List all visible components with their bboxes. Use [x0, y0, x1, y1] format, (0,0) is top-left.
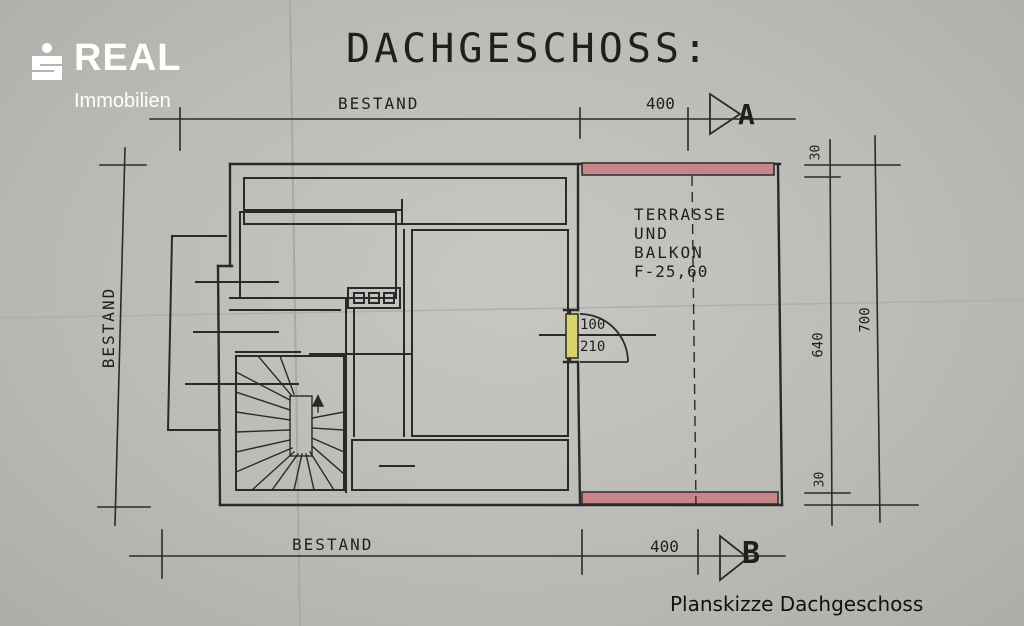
dim-bottom-left-label: BESTAND — [292, 535, 374, 554]
interior-walls — [166, 177, 656, 493]
door-width-label: 100 — [580, 317, 606, 333]
dim-30-bottom-label: 30 — [812, 471, 828, 488]
dim-30-top-label: 30 — [808, 144, 824, 161]
dimension-left — [97, 147, 151, 526]
terrace-label-line2: UND — [634, 224, 669, 243]
terrace-door — [565, 313, 629, 363]
brand-subtitle: Immobilien — [74, 90, 171, 112]
dim-640-label: 640 — [810, 332, 827, 358]
dim-top-left-label: BESTAND — [338, 94, 420, 113]
image-caption: Planskizze Dachgeschoss — [670, 592, 924, 616]
door-height-label: 210 — [580, 339, 606, 355]
dimension-top — [149, 107, 796, 151]
terrace-label-line3: BALKON — [634, 243, 704, 262]
dimension-bottom — [129, 529, 786, 579]
section-marker-b — [719, 534, 750, 582]
dimension-right — [804, 135, 919, 526]
section-b-label: B — [742, 536, 761, 571]
terrace-area-label: F-25,60 — [634, 262, 709, 281]
dim-bottom-right-label: 400 — [650, 537, 679, 556]
dim-top-right-label: 400 — [646, 94, 675, 113]
section-a-label: A — [738, 98, 755, 131]
dim-left-label: BESTAND — [99, 286, 119, 369]
section-marker-a — [709, 92, 742, 136]
dim-700-label: 700 — [857, 307, 874, 333]
terrace-railing — [581, 162, 779, 505]
brand-name: REAL — [74, 37, 182, 79]
plan-title: DACHGESCHOSS: — [346, 26, 712, 72]
staircase — [235, 355, 345, 491]
sparkasse-s-icon — [32, 43, 62, 80]
terrace-label-line1: TERRASSE — [634, 205, 728, 224]
